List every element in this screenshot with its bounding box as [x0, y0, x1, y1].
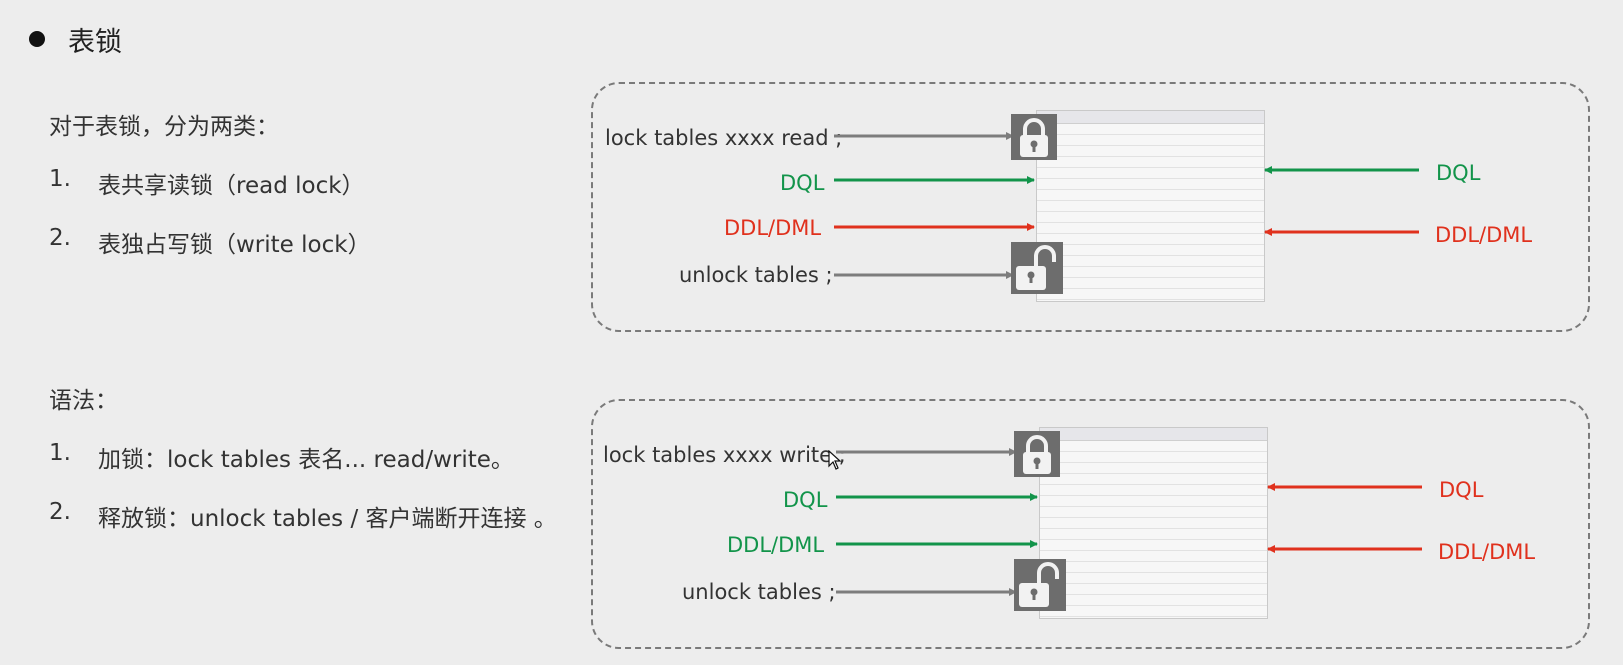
syntax-1-number: 1.: [49, 440, 71, 466]
type-1-number: 1.: [49, 166, 71, 192]
table-row: [1040, 506, 1267, 507]
table-row: [1040, 495, 1267, 496]
table-preview-image: [1039, 427, 1268, 619]
write-unlock-command: unlock tables ;: [682, 580, 836, 604]
table-row: [1037, 211, 1264, 212]
table-row: [1037, 145, 1264, 146]
type-2-number: 2.: [49, 225, 71, 251]
table-row: [1040, 572, 1267, 573]
table-row: [1037, 288, 1264, 289]
lock-open-icon: [1011, 242, 1063, 294]
read-lock-diagram-panel: [591, 82, 1590, 332]
table-row: [1037, 200, 1264, 201]
table-row: [1040, 616, 1267, 617]
table-preview-image: [1036, 110, 1265, 302]
table-row: [1037, 134, 1264, 135]
lock-open-icon: [1014, 559, 1066, 611]
table-row: [1037, 189, 1264, 190]
table-row: [1040, 473, 1267, 474]
type-1-text: 表共享读锁（read lock）: [98, 173, 365, 199]
read-left-dql-label: DQL: [780, 171, 825, 195]
syntax-2-number: 2.: [49, 499, 71, 525]
table-row: [1037, 277, 1264, 278]
table-row: [1037, 222, 1264, 223]
read-right-dql-label: DQL: [1436, 161, 1481, 185]
table-row: [1037, 167, 1264, 168]
mouse-cursor-icon: [828, 450, 842, 470]
syntax-title: 语法：: [49, 388, 118, 414]
write-left-ddl-label: DDL/DML: [727, 533, 825, 557]
table-row: [1040, 517, 1267, 518]
intro-text: 对于表锁，分为两类：: [49, 114, 279, 140]
table-row: [1037, 255, 1264, 256]
table-row: [1040, 605, 1267, 606]
table-row: [1040, 484, 1267, 485]
table-row: [1040, 539, 1267, 540]
table-row: [1037, 156, 1264, 157]
syntax-2-text: 释放锁：unlock tables / 客户端断开连接 。: [98, 506, 557, 532]
write-right-dql-label: DQL: [1439, 478, 1484, 502]
table-row: [1040, 528, 1267, 529]
table-row: [1037, 299, 1264, 300]
table-row: [1040, 550, 1267, 551]
table-row: [1040, 451, 1267, 452]
table-row: [1037, 178, 1264, 179]
lock-closed-icon: [1011, 114, 1057, 160]
table-row: [1040, 561, 1267, 562]
type-2-text: 表独占写锁（write lock）: [98, 232, 371, 258]
read-unlock-command: unlock tables ;: [679, 263, 833, 287]
write-left-dql-label: DQL: [783, 488, 828, 512]
syntax-1-text: 加锁：lock tables 表名... read/write。: [98, 447, 514, 473]
table-row: [1040, 583, 1267, 584]
read-lock-command: lock tables xxxx read ;: [605, 126, 843, 150]
read-left-ddl-label: DDL/DML: [724, 216, 822, 240]
lock-closed-icon: [1014, 431, 1060, 477]
read-right-ddl-label: DDL/DML: [1435, 223, 1533, 247]
table-row: [1037, 233, 1264, 234]
write-lock-command: lock tables xxxx write ;: [603, 443, 846, 467]
write-right-ddl-label: DDL/DML: [1438, 540, 1536, 564]
table-row: [1037, 266, 1264, 267]
section-heading: 表锁: [68, 27, 122, 58]
bullet-icon: [29, 31, 45, 47]
table-row: [1037, 244, 1264, 245]
table-row: [1040, 594, 1267, 595]
write-lock-diagram-panel: [591, 399, 1590, 649]
table-row: [1040, 462, 1267, 463]
